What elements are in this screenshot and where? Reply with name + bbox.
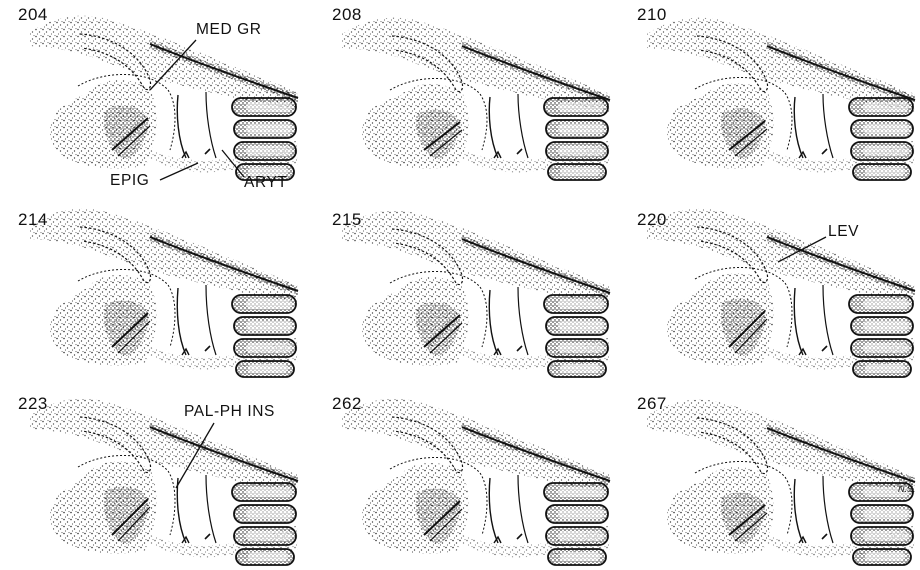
med-gr-label: MED GR xyxy=(196,22,262,38)
artist-initials: N.S. xyxy=(898,484,916,494)
aryt-label: ARYT xyxy=(244,175,287,191)
pal-ph-ins-label: PAL-PH INS xyxy=(184,404,275,420)
epig-label: EPIG xyxy=(110,173,149,189)
lev-label: LEV xyxy=(828,224,859,240)
